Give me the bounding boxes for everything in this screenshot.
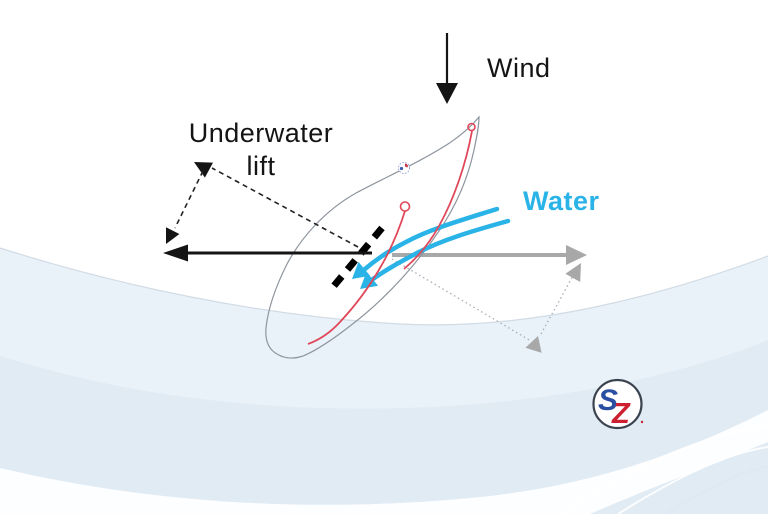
underwater-lift-dashed-shaft [211,167,359,248]
sz-logo-letter-s: S [598,384,618,417]
wind-label: Wind [487,53,551,83]
bow-sheet-loop [467,122,476,132]
water-flow-lower-arrowhead-icon [360,271,379,289]
lift-component-arrowhead-icon [166,227,180,244]
underwater-lift-arrowhead-icon [194,162,213,178]
lift-component-dashed-shaft [174,170,204,229]
sz-logo-letter-z: Z [611,398,631,430]
wave-mid-fill [0,340,768,514]
bow-sheet-line [403,130,473,270]
water-label: Water [523,186,600,216]
wind-arrowhead-icon [436,83,458,104]
sz-logo: S Z [592,378,644,430]
wave-line-bottom-1 [559,423,768,514]
main-sheet-loop [399,201,411,212]
underwater-lift-label-line1: Underwater [189,118,334,148]
leeway-construction-lines [391,258,581,353]
wind-arrow [436,33,458,104]
wave-line-bottom-3 [664,465,768,514]
lateral-force-arrow [163,244,372,262]
sz-logo-circle [592,378,643,430]
sz-logo-trademark-dot [640,420,644,424]
course-arrowhead-icon [566,245,587,265]
main-sheet-line [307,210,406,345]
keel-dashed-line [330,225,385,290]
deck-marker-icon [398,162,410,174]
underwater-lift-label-line2: lift [247,151,276,181]
wave-line-bottom-2 [617,446,768,514]
background-waves [0,247,768,514]
lateral-force-arrowhead-icon [163,244,188,262]
wave-upper-line [0,247,768,326]
leeway-vertex-arrowhead-icon [525,336,542,353]
rigging-lines [307,122,476,345]
underwater-lift-arrows [166,162,359,248]
water-flow-arrows [352,206,511,289]
leeway-upper-arrowhead-icon [565,263,581,282]
water-flow-upper-curve [362,206,500,272]
deck-marker-flag [405,163,408,168]
boat-hull-outline [265,115,480,359]
wave-white-sweep [0,410,768,514]
water-flow-lower-curve [370,218,511,282]
deck-marker-dot [399,166,404,171]
